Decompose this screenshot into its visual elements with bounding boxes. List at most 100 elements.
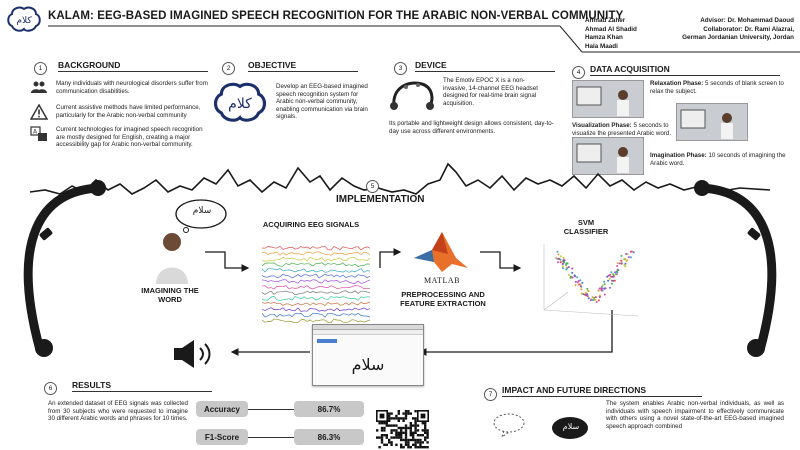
qr-module <box>380 438 384 442</box>
eeg-channel-trace <box>262 245 371 251</box>
svm-point <box>607 274 610 277</box>
eeg-channel-trace <box>262 296 371 301</box>
qr-module <box>404 426 408 430</box>
svm-point <box>609 273 612 276</box>
svm-point <box>591 299 594 302</box>
f1-score-connector <box>248 437 294 438</box>
qr-module <box>409 422 412 425</box>
eeg-channel-trace <box>262 279 371 284</box>
app-run-button[interactable] <box>317 339 337 343</box>
eeg-channel-trace <box>262 307 371 312</box>
qr-module <box>380 422 384 425</box>
svm-point <box>557 261 559 264</box>
qr-finder-center <box>420 413 426 419</box>
background-item-1: Many individuals with neurological disor… <box>30 80 210 95</box>
svm-point <box>627 256 630 259</box>
eeg-channel-trace <box>262 251 371 256</box>
qr-module <box>419 443 422 446</box>
background-text-2: Current assistive methods have limited p… <box>56 104 201 119</box>
qr-module <box>402 426 405 430</box>
qr-module <box>404 410 408 413</box>
eeg-channel-trace <box>262 285 371 290</box>
qr-module <box>424 422 427 425</box>
qr-module <box>412 436 415 439</box>
section-number-1: 1 <box>34 62 47 75</box>
svm-point <box>559 258 562 261</box>
qr-module <box>395 429 398 432</box>
qr-module <box>380 429 384 432</box>
qr-module <box>402 412 405 415</box>
qr-module <box>414 438 417 442</box>
relaxation-photo <box>572 80 644 118</box>
svm-point <box>561 265 564 268</box>
svm-point <box>584 291 587 294</box>
impact-heading: IMPACT AND FUTURE DIRECTIONS <box>502 385 647 395</box>
eeg-channel-trace <box>262 262 371 267</box>
svm-point <box>576 281 579 284</box>
qr-module <box>424 436 427 439</box>
svm-point <box>597 299 600 302</box>
acquisition-heading: DATA ACQUISITION <box>590 64 670 74</box>
qr-module <box>390 429 393 432</box>
qr-module <box>424 431 427 434</box>
svm-point <box>609 286 611 289</box>
qr-module <box>426 431 429 434</box>
results-text: An extended dataset of EEG signals was c… <box>48 400 188 423</box>
qr-module <box>383 434 386 437</box>
objective-text: Develop an EEG-based imagined speech rec… <box>276 83 368 121</box>
qr-module <box>400 434 403 437</box>
qr-module <box>395 443 398 446</box>
implementation-heading: IMPLEMENTATION <box>336 194 425 205</box>
author: Ahmad Zaher <box>585 17 626 24</box>
svm-point <box>630 256 632 259</box>
qr-module <box>395 417 398 420</box>
visualization-text: 5 seconds to visualize the presented Ara… <box>572 122 672 137</box>
qr-finder-pattern <box>416 410 429 422</box>
logo-arabic-text: كلام <box>16 16 32 26</box>
svm-point <box>615 270 618 273</box>
collaborator: Collaborator: Dr. Rami Alazrai, <box>703 25 794 33</box>
eeg-channel-trace <box>262 268 371 273</box>
svm-point <box>586 287 589 290</box>
poster-title: KALAM: EEG-BASED IMAGINED SPEECH RECOGNI… <box>48 10 624 22</box>
qr-module <box>404 438 408 442</box>
qr-module <box>421 422 424 425</box>
svm-point <box>603 283 606 286</box>
qr-module <box>395 424 398 427</box>
eeg-headset-image <box>390 81 434 110</box>
svm-point <box>607 279 610 282</box>
qr-module <box>407 443 410 446</box>
svm-point <box>580 288 583 291</box>
svm-point <box>630 250 633 253</box>
svm-point <box>614 273 617 276</box>
qr-module <box>392 436 396 439</box>
impact-text: The system enables Arabic non-verbal ind… <box>606 400 784 430</box>
svm-point <box>567 266 570 269</box>
qr-module <box>416 429 420 432</box>
qr-module <box>385 434 388 437</box>
f1-score-label: F1-Score <box>196 429 248 445</box>
qr-module <box>400 436 403 439</box>
svm-point <box>587 290 590 292</box>
qr-module <box>390 431 393 434</box>
qr-module <box>400 446 403 449</box>
svm-point <box>614 271 616 274</box>
background-text-3: Current technologies for imagined speech… <box>56 126 203 149</box>
qr-module <box>426 429 429 432</box>
qr-module <box>424 429 427 432</box>
acquisition-underline <box>590 75 780 76</box>
qr-module <box>395 414 398 418</box>
dotted-speech-bubble <box>493 413 525 438</box>
qr-code[interactable] <box>376 410 432 450</box>
svm-point <box>578 283 581 286</box>
svm-point <box>557 253 560 256</box>
preprocessing-label: PREPROCESSING AND FEATURE EXTRACTION <box>400 290 486 308</box>
imagination-label: Imagination Phase: <box>650 152 707 159</box>
qr-module <box>400 417 403 420</box>
qr-module <box>407 438 410 442</box>
qr-module <box>426 446 429 449</box>
eeg-channel-trace <box>262 312 371 318</box>
svm-point <box>603 280 606 283</box>
svm-point <box>597 290 600 292</box>
imagination-description: Imagination Phase: 10 seconds of imagini… <box>650 152 790 167</box>
